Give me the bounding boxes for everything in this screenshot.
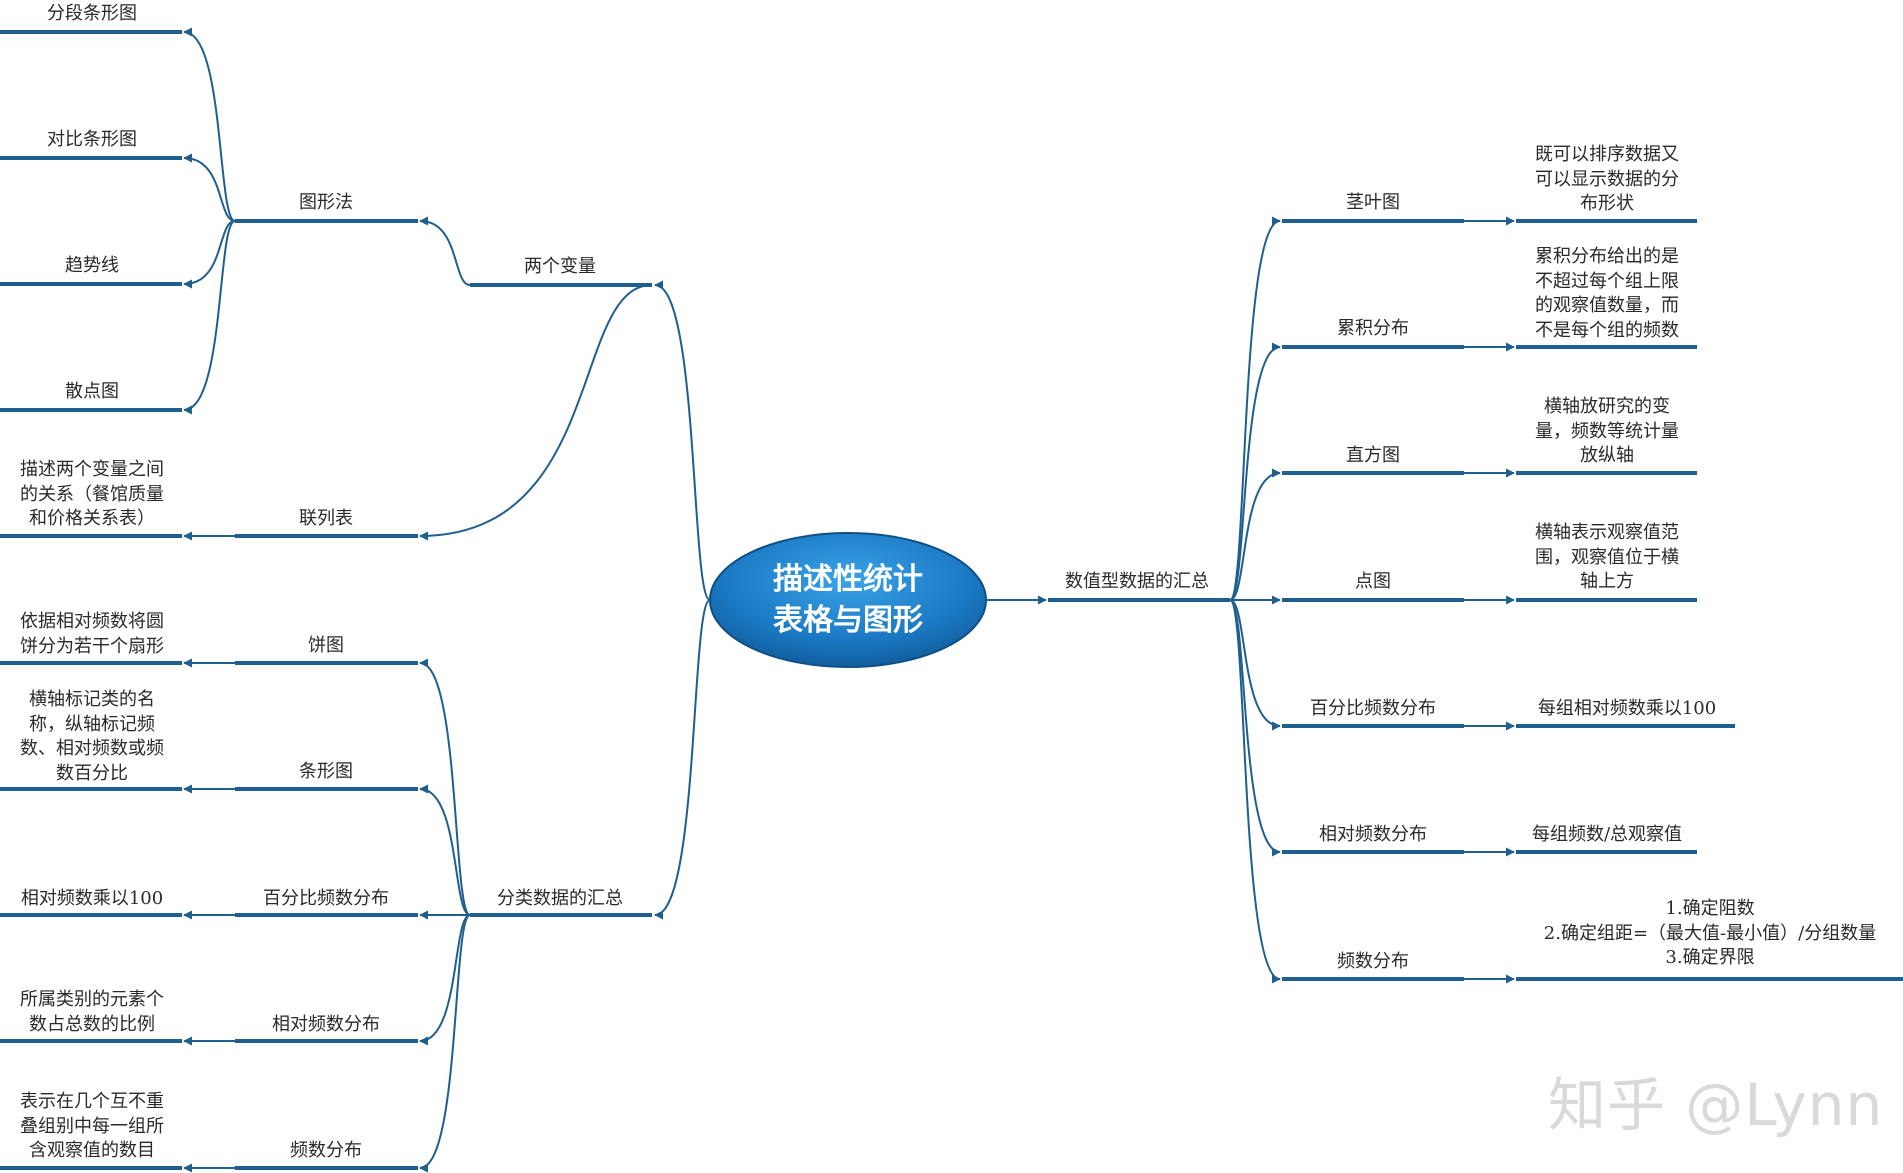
desc-line: 数、相对频数或频 <box>20 738 164 759</box>
desc-line: 布形状 <box>1580 193 1634 214</box>
node-percent-freq-desc-right[interactable]: 每组相对频数乘以100 <box>1537 698 1717 719</box>
node-relative-freq-desc-right[interactable]: 每组频数/总观察值 <box>1531 824 1683 845</box>
node-percent-freq-desc-left[interactable]: 相对频数乘以100 <box>20 888 164 909</box>
connector-arrow <box>419 914 471 1046</box>
node-categorical-summary[interactable]: 分类数据的汇总 <box>497 888 623 909</box>
connector-arrow <box>419 658 471 916</box>
desc-line: 数百分比 <box>56 762 128 784</box>
connector-arrow <box>1229 599 1281 984</box>
desc-line: 表示在几个互不重 <box>20 1091 164 1112</box>
desc-line: 饼分为若干个扇形 <box>20 635 164 657</box>
node-freq-dist-left[interactable]: 频数分布 <box>290 1140 362 1161</box>
node-numeric-summary[interactable]: 数值型数据的汇总 <box>1065 571 1209 592</box>
node-two-variables[interactable]: 两个变量 <box>524 256 596 277</box>
connector-arrow <box>1229 216 1281 601</box>
desc-line: 所属类别的元素个 <box>20 989 164 1010</box>
node-bar-chart[interactable]: 条形图 <box>299 761 353 782</box>
connector-arrow <box>419 284 653 541</box>
node-freq-desc-right[interactable]: 1.确定阻数 2.确定组距=（最大值-最小值）/分组数量 3.确定界限 <box>1544 897 1876 971</box>
desc-line: 2.确定组距=（最大值-最小值）/分组数量 <box>1543 922 1877 944</box>
desc-line: 围，观察值位于横 <box>1535 546 1679 568</box>
node-trend-line[interactable]: 趋势线 <box>65 255 119 276</box>
node-stem-leaf-desc[interactable]: 既可以排序数据又 可以显示数据的分 布形状 <box>1535 143 1679 217</box>
desc-line: 的观察值数量，而 <box>1535 295 1679 316</box>
node-dot-plot-desc[interactable]: 横轴表示观察值范 围，观察值位于横 轴上方 <box>1535 521 1679 595</box>
desc-line: 依据相对频数将圆 <box>20 611 164 632</box>
connector-arrow <box>183 27 236 222</box>
node-crosstab-desc[interactable]: 描述两个变量之间 的关系（餐馆质量 和价格关系表） <box>20 458 164 532</box>
desc-line: 不是每个组的频数 <box>1535 319 1679 341</box>
connector-root-two-vars <box>654 280 711 601</box>
node-dot-plot[interactable]: 点图 <box>1355 571 1391 592</box>
desc-line: 数占总数的比例 <box>29 1013 155 1035</box>
connector-arrow <box>1229 468 1281 601</box>
node-cumulative-dist[interactable]: 累积分布 <box>1337 318 1409 339</box>
desc-line: 累积分布给出的是 <box>1535 246 1679 267</box>
connector-arrow <box>183 153 236 222</box>
connector-arrow <box>419 216 471 286</box>
node-pie-desc[interactable]: 依据相对频数将圆 饼分为若干个扇形 <box>20 610 164 659</box>
node-freq-dist-right[interactable]: 频数分布 <box>1337 951 1409 972</box>
connector-arrow <box>419 914 471 1173</box>
desc-line: 不超过每个组上限 <box>1535 270 1679 292</box>
desc-line: 1.确定阻数 <box>1665 898 1755 919</box>
connector-arrow <box>1229 342 1281 601</box>
desc-line: 称，纵轴标记频 <box>29 713 155 735</box>
node-percent-freq-dist-right[interactable]: 百分比频数分布 <box>1310 698 1436 719</box>
connector-arrow <box>183 220 236 415</box>
node-bar-desc[interactable]: 横轴标记类的名 称，纵轴标记频 数、相对频数或频 数百分比 <box>20 688 164 786</box>
node-percent-freq-dist-left[interactable]: 百分比频数分布 <box>263 888 389 909</box>
node-histogram[interactable]: 直方图 <box>1346 445 1400 466</box>
desc-line: 描述两个变量之间 <box>20 459 164 480</box>
node-comparative-bar-chart[interactable]: 对比条形图 <box>47 129 137 150</box>
desc-line: 和价格关系表） <box>29 508 155 529</box>
root-title-line1: 描述性统计 <box>773 562 923 597</box>
root-node-label[interactable]: 描述性统计 表格与图形 <box>773 559 923 641</box>
node-pie-chart[interactable]: 饼图 <box>308 635 344 656</box>
node-relative-freq-desc-left[interactable]: 所属类别的元素个 数占总数的比例 <box>20 988 164 1037</box>
desc-line: 横轴标记类的名 <box>29 689 155 710</box>
connector-arrow <box>183 220 236 289</box>
node-relative-freq-dist-right[interactable]: 相对频数分布 <box>1319 824 1427 845</box>
desc-line: 放纵轴 <box>1580 445 1634 466</box>
watermark-text: 知乎 @Lynn <box>1548 1071 1884 1139</box>
desc-line: 可以显示数据的分 <box>1535 168 1679 190</box>
connector-arrow <box>1229 599 1281 731</box>
node-freq-desc-left[interactable]: 表示在几个互不重 叠组别中每一组所 含观察值的数目 <box>20 1090 164 1164</box>
connector-root-categorical <box>654 599 711 920</box>
desc-line: 的关系（餐馆质量 <box>20 483 164 505</box>
desc-line: 横轴表示观察值范 <box>1535 522 1679 543</box>
node-stem-leaf[interactable]: 茎叶图 <box>1346 192 1400 213</box>
node-graph-method[interactable]: 图形法 <box>299 192 353 213</box>
desc-line: 叠组别中每一组所 <box>20 1115 164 1137</box>
node-cumulative-desc[interactable]: 累积分布给出的是 不超过每个组上限 的观察值数量，而 不是每个组的频数 <box>1535 245 1679 343</box>
desc-line: 轴上方 <box>1580 571 1634 592</box>
node-scatter-plot[interactable]: 散点图 <box>65 381 119 402</box>
desc-line: 横轴放研究的变 <box>1544 396 1670 417</box>
connector-arrow <box>419 784 471 916</box>
node-crosstab[interactable]: 联列表 <box>299 508 353 529</box>
node-histogram-desc[interactable]: 横轴放研究的变 量，频数等统计量 放纵轴 <box>1535 395 1679 469</box>
node-segmented-bar-chart[interactable]: 分段条形图 <box>47 3 137 24</box>
desc-line: 既可以排序数据又 <box>1535 144 1679 165</box>
desc-line: 量，频数等统计量 <box>1535 420 1679 442</box>
desc-line: 含观察值的数目 <box>29 1140 155 1161</box>
desc-line: 3.确定界限 <box>1665 947 1755 968</box>
root-title-line2: 表格与图形 <box>773 603 923 638</box>
node-relative-freq-dist-left[interactable]: 相对频数分布 <box>272 1014 380 1035</box>
